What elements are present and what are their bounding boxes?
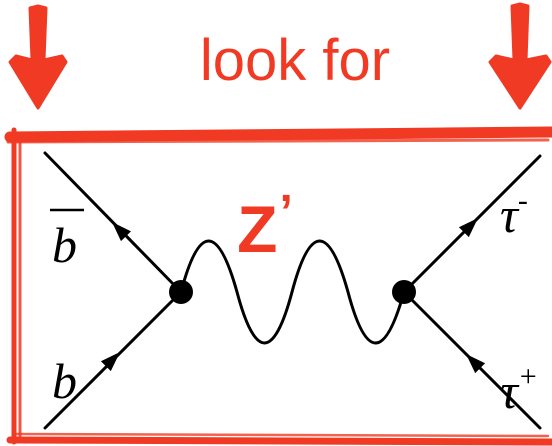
quark-label: b (52, 353, 77, 409)
tau-minus-arrow-icon (458, 218, 478, 238)
tau-plus-label: τ+ (500, 360, 538, 419)
look-for-caption: look for (200, 28, 390, 93)
z-prime-mark: ’ (279, 186, 292, 239)
boson-propagator (179, 239, 406, 345)
tau-plus-arrow-icon (466, 354, 486, 374)
right-down-arrow-icon (488, 2, 552, 110)
right-vertex (392, 280, 416, 304)
left-down-arrow-icon (8, 4, 68, 110)
left-vertex (169, 280, 193, 304)
antiquark-label: b (52, 217, 77, 273)
z-prime-label: Z’ (237, 186, 293, 266)
tau-plus-charge: + (518, 360, 538, 393)
tau-minus-charge: - (518, 184, 528, 217)
quark-arrow-icon (100, 352, 120, 372)
fermion-arrows (100, 218, 486, 374)
antiquark-arrow-icon (112, 222, 131, 242)
diagram-frame (4, 126, 552, 446)
tau-minus-label: τ- (500, 184, 528, 243)
